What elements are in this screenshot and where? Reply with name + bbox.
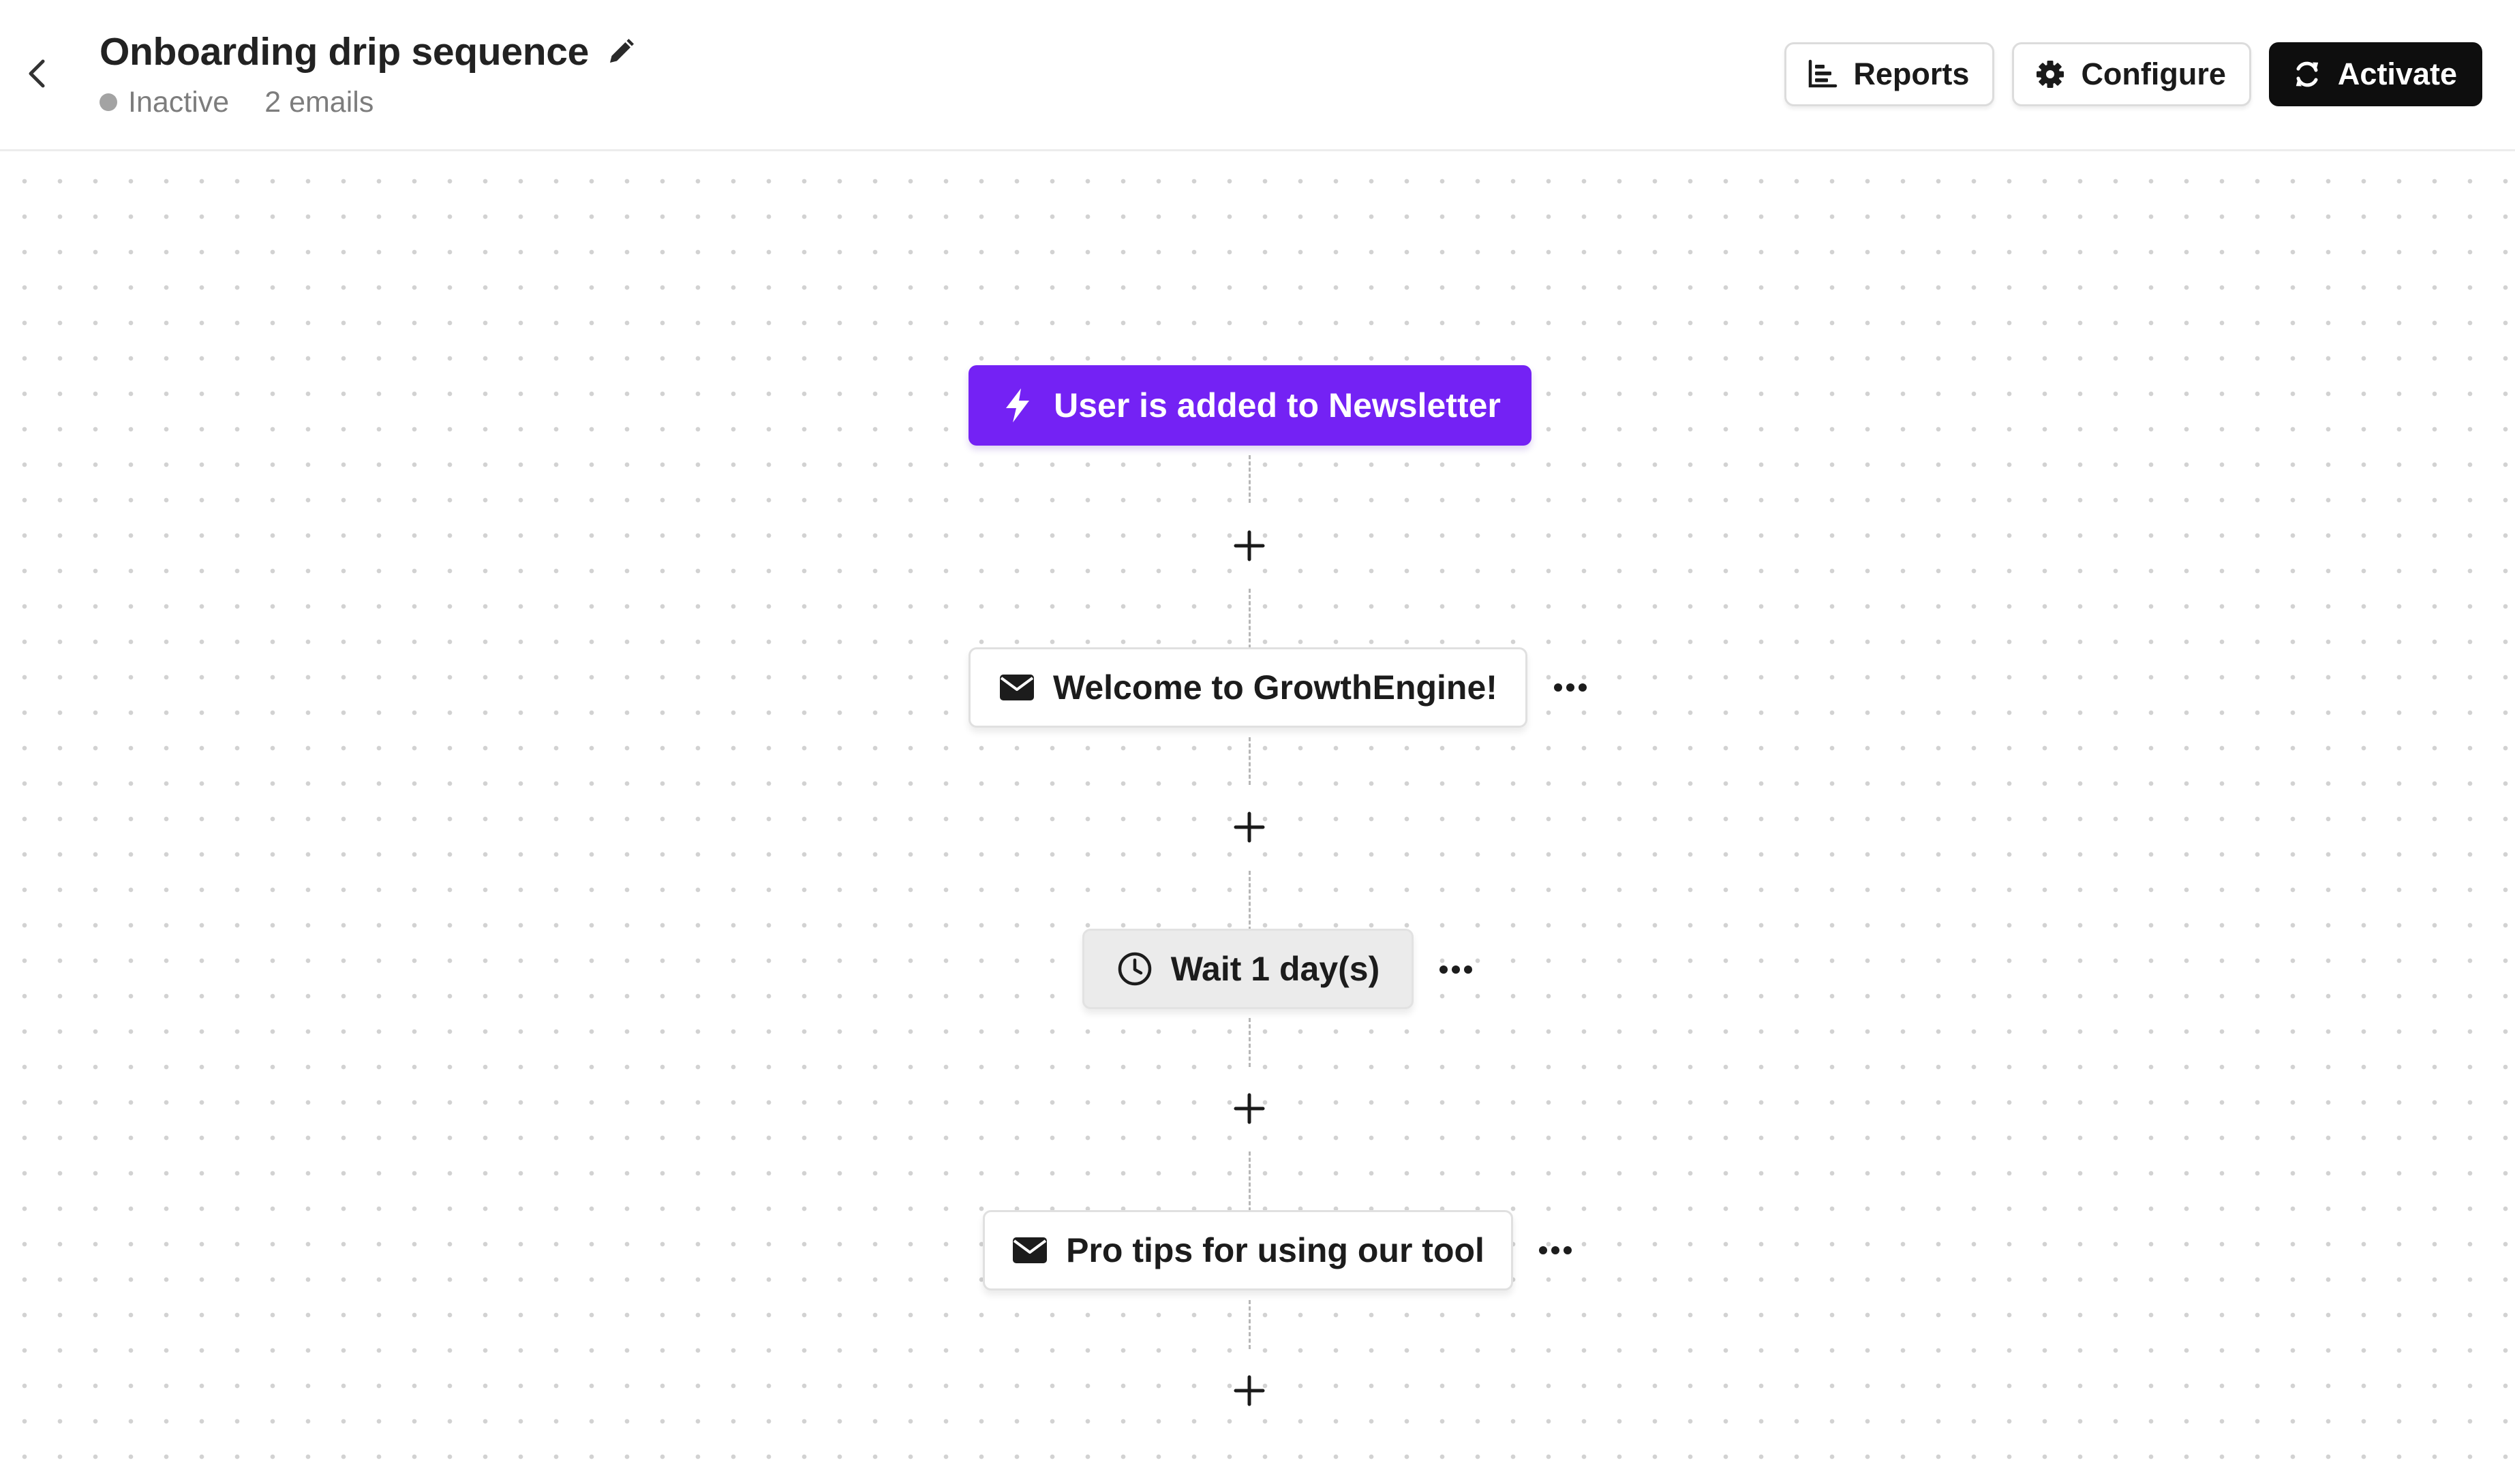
header-actions: Reports	[1767, 42, 2482, 106]
more-horizontal-icon	[1554, 683, 1587, 692]
connector-line	[1249, 871, 1251, 931]
connector-line	[1249, 737, 1251, 785]
add-step-button[interactable]	[1230, 807, 1269, 847]
title-row: Onboarding drip sequence	[100, 25, 638, 79]
reports-label: Reports	[1853, 57, 1970, 91]
plus-icon	[1234, 530, 1265, 561]
more-horizontal-icon	[1539, 1246, 1572, 1254]
connector-line	[1249, 1300, 1251, 1349]
chart-icon	[1807, 59, 1838, 90]
status-dot	[100, 93, 117, 111]
pencil-icon	[610, 39, 635, 63]
refresh-icon	[2291, 59, 2323, 90]
back-button[interactable]	[18, 55, 56, 93]
trigger-label: User is added to Newsletter	[1054, 386, 1501, 424]
activate-button[interactable]: Activate	[2268, 42, 2482, 106]
envelope-icon	[999, 669, 1035, 706]
more-horizontal-icon	[1439, 965, 1472, 974]
step-more-button[interactable]	[1534, 1237, 1577, 1264]
add-step-button[interactable]	[1230, 526, 1269, 566]
flow-diagram: User is added to Newsletter Welcome to G…	[0, 151, 2515, 1484]
email-count: 2 emails	[264, 85, 374, 119]
email-step-label: Welcome to GrowthEngine!	[1053, 668, 1497, 707]
add-step-button[interactable]	[1230, 1089, 1269, 1128]
plus-icon	[1234, 1375, 1265, 1406]
clock-icon	[1116, 950, 1153, 987]
email-step-node[interactable]: Pro tips for using our tool	[983, 1210, 1513, 1290]
plus-icon	[1234, 811, 1265, 843]
connector-line	[1249, 589, 1251, 649]
editor-header: Onboarding drip sequence Inactive 2 emai…	[0, 0, 2515, 151]
reports-button[interactable]: Reports	[1784, 42, 1995, 106]
connector-line	[1249, 1151, 1251, 1211]
connector-line	[1249, 1018, 1251, 1067]
chevron-left-icon	[29, 59, 45, 88]
page-title: Onboarding drip sequence	[100, 30, 590, 74]
bolt-icon	[999, 387, 1036, 424]
status-badge: Inactive	[128, 85, 230, 119]
email-step-label: Pro tips for using our tool	[1066, 1231, 1484, 1269]
wait-step-node[interactable]: Wait 1 day(s)	[1082, 929, 1414, 1009]
email-step-node[interactable]: Welcome to GrowthEngine!	[969, 647, 1527, 728]
step-more-button[interactable]	[1434, 956, 1478, 983]
wait-step-label: Wait 1 day(s)	[1170, 950, 1380, 988]
envelope-icon	[1011, 1232, 1048, 1269]
step-more-button[interactable]	[1549, 674, 1592, 701]
plus-icon	[1234, 1093, 1265, 1124]
connector-line	[1249, 455, 1251, 503]
configure-label: Configure	[2081, 57, 2226, 91]
gear-icon	[2034, 59, 2066, 90]
sequence-meta: Inactive 2 emails	[100, 82, 374, 123]
configure-button[interactable]: Configure	[2012, 42, 2251, 106]
add-step-button[interactable]	[1230, 1371, 1269, 1410]
flow-canvas[interactable]: User is added to Newsletter Welcome to G…	[0, 151, 2515, 1484]
activate-label: Activate	[2337, 57, 2457, 91]
trigger-node[interactable]: User is added to Newsletter	[969, 365, 1531, 446]
edit-title-button[interactable]	[604, 35, 638, 69]
